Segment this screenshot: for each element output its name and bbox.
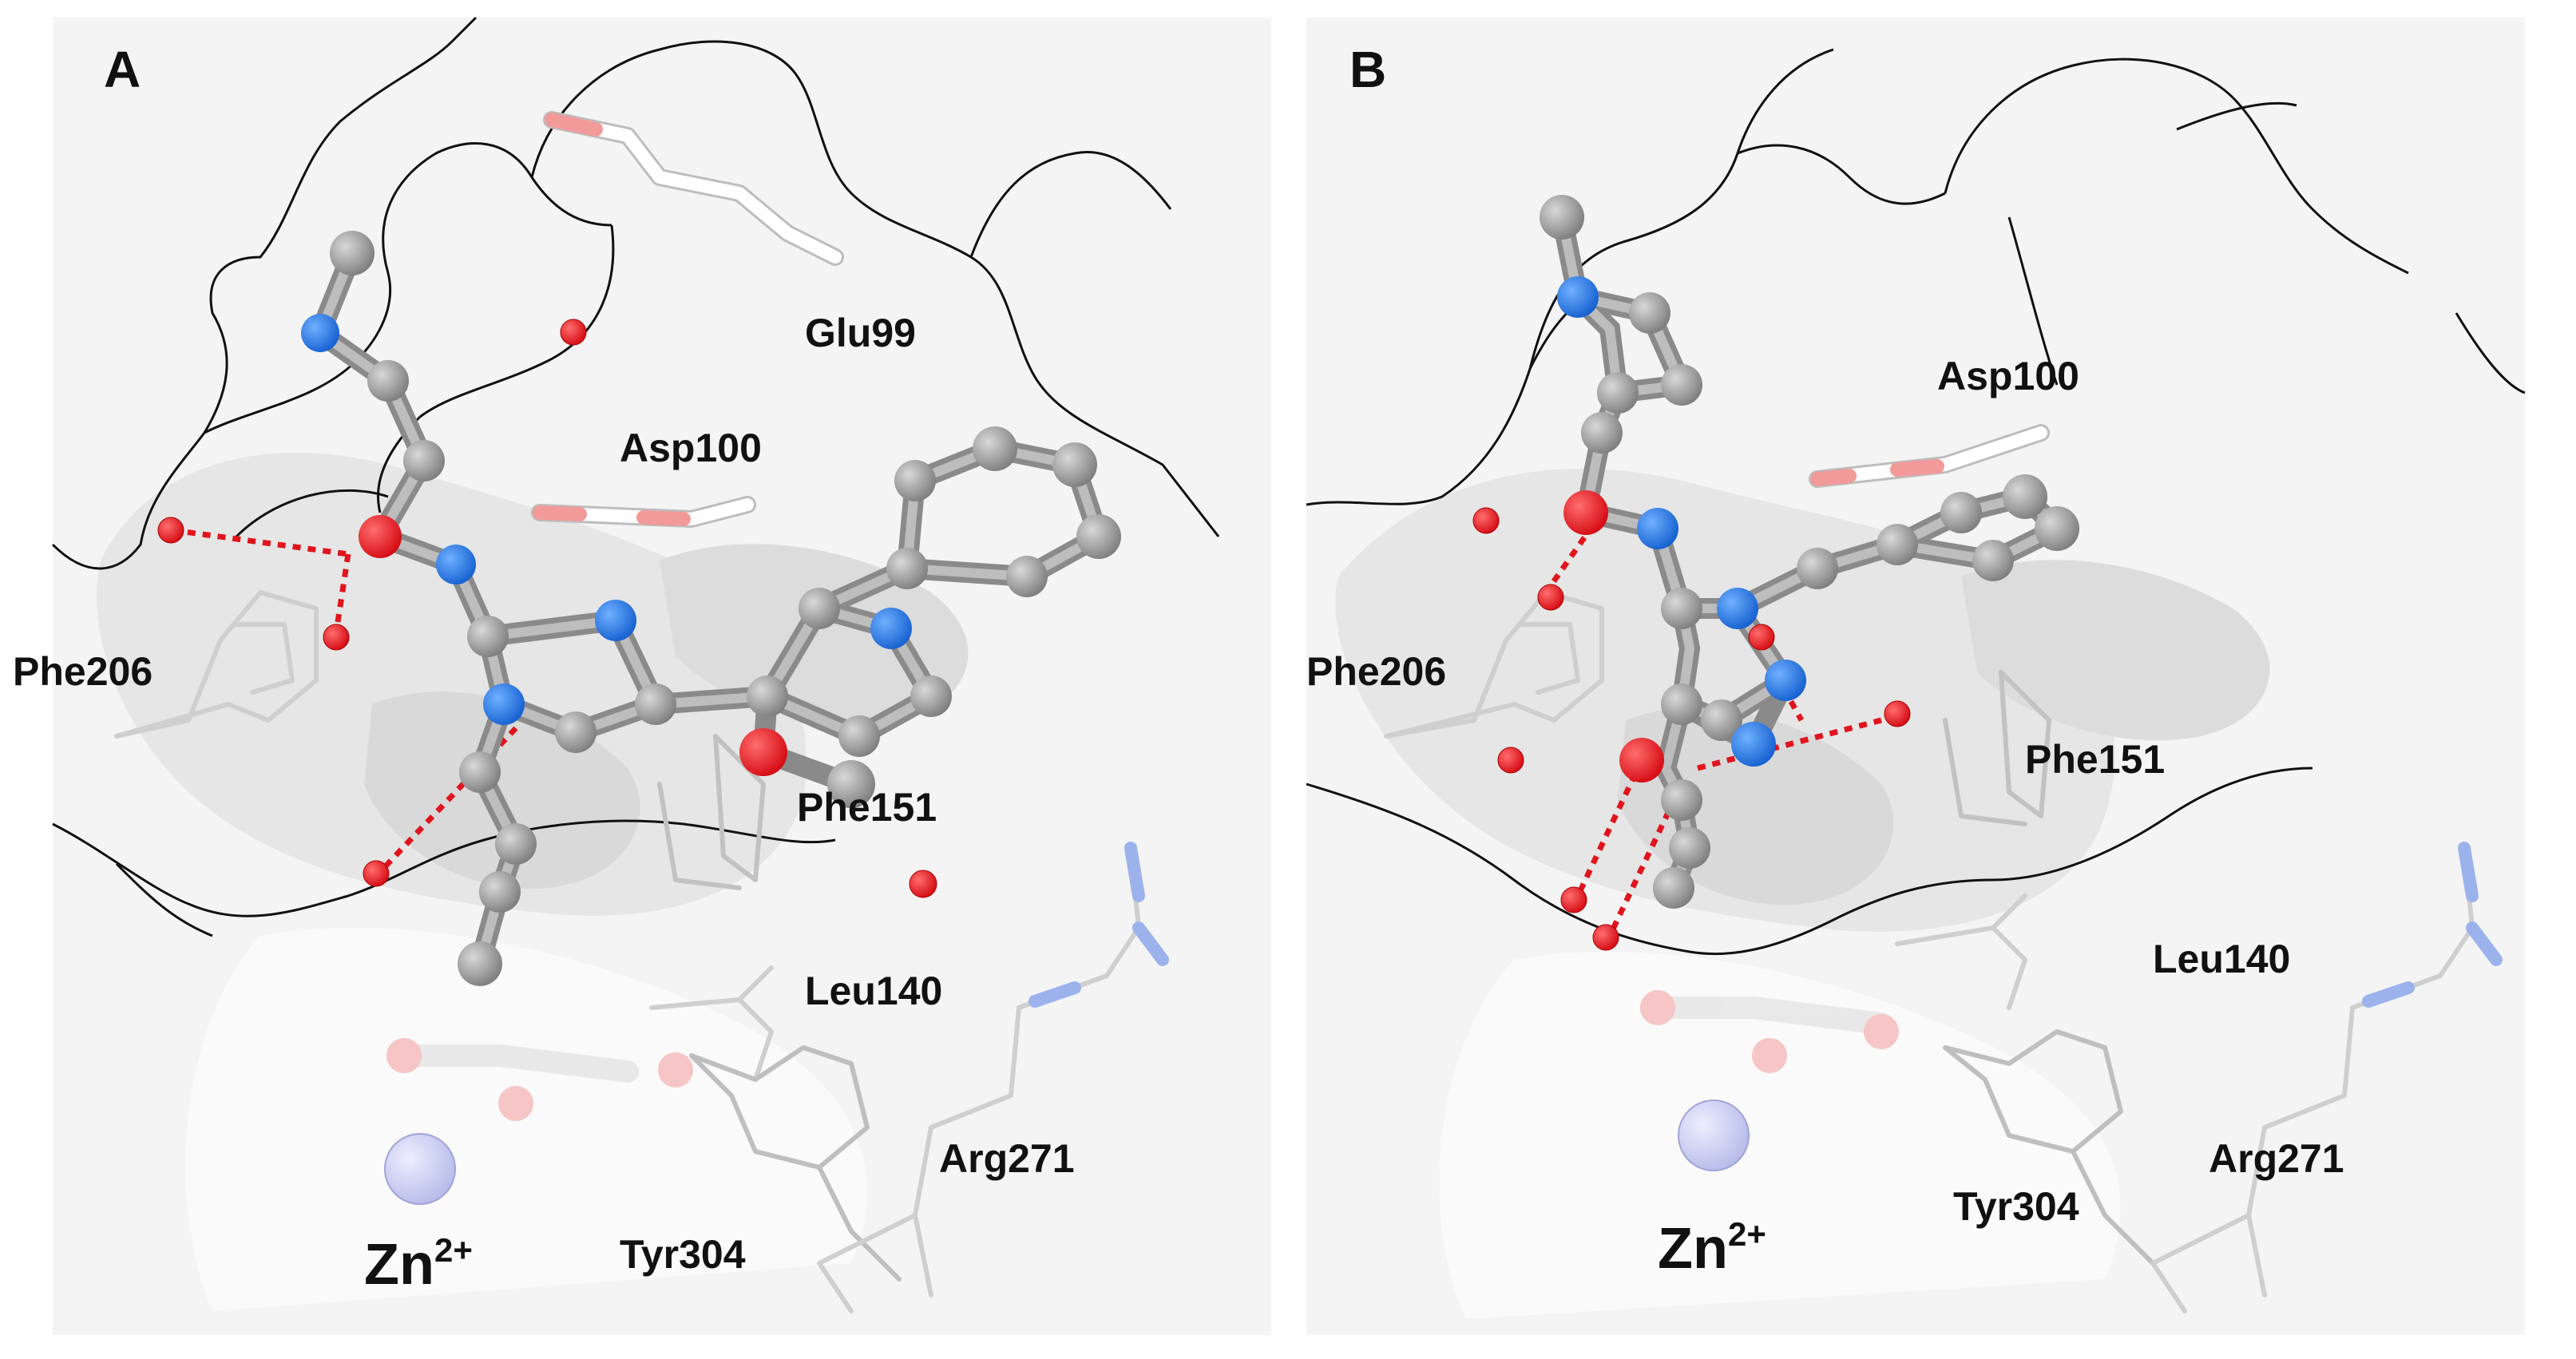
leu140-sticks (649, 965, 774, 1082)
protein-surface (53, 18, 1271, 1335)
water-molecules (1472, 507, 1911, 951)
panel-b-structure (1306, 18, 2526, 1335)
zinc-charge: 2+ (434, 1231, 473, 1269)
phe151-sticks (1943, 670, 2051, 826)
label-asp100: Asp100 (620, 426, 762, 470)
label-zinc: Zn2+ (364, 1231, 473, 1298)
label-phe206: Phe206 (13, 649, 153, 694)
panel-letter: B (1349, 41, 1387, 98)
label-leu140: Leu140 (805, 969, 943, 1013)
panel-a-structure (51, 16, 1271, 1335)
zinc-charge: 2+ (1727, 1215, 1766, 1253)
label-tyr304: Tyr304 (1953, 1184, 2079, 1229)
zinc-symbol: Zn (1658, 1217, 1728, 1281)
tyr304-sticks (689, 1045, 902, 1282)
panel-a: A Glu99 Asp100 Phe206 Phe151 Leu140 Arg2… (13, 16, 1271, 1335)
label-phe206: Phe206 (1306, 649, 1447, 694)
water-molecules (157, 319, 937, 898)
leu140-sticks (1895, 893, 2027, 1010)
label-arg271: Arg271 (939, 1136, 1075, 1181)
label-tyr304: Tyr304 (620, 1232, 746, 1277)
tyr304-sticks (1943, 1029, 2155, 1266)
label-leu140: Leu140 (2153, 937, 2291, 981)
ligand-atoms (1540, 195, 2079, 909)
label-zinc: Zn2+ (1658, 1215, 1766, 1282)
zinc-ion (384, 1133, 456, 1205)
residue-sticks (114, 111, 1169, 1313)
panel-letter: A (104, 41, 141, 98)
zn-residue-sticks (1640, 990, 1899, 1073)
phe206-sticks (114, 590, 319, 739)
zn-residue-sticks (386, 1038, 693, 1121)
asp100-sticks (1809, 424, 2050, 488)
label-glu99: Glu99 (805, 311, 916, 355)
surface-outline (51, 16, 1220, 937)
residue-sticks (1384, 424, 2503, 1313)
asp100-sticks (531, 496, 756, 528)
phe206-sticks (1384, 590, 1604, 739)
zinc-symbol: Zn (364, 1233, 434, 1297)
label-asp100: Asp100 (1937, 354, 2079, 398)
label-phe151: Phe151 (2025, 737, 2166, 782)
arg271-sticks (817, 846, 1141, 1313)
zinc-ion (1678, 1099, 1750, 1171)
ligand-atoms (301, 231, 1121, 986)
glu99-sticks (543, 111, 844, 266)
panel-b: B Asp100 Phe206 Phe151 Leu140 Arg271 Tyr… (1306, 18, 2526, 1335)
label-arg271: Arg271 (2209, 1136, 2344, 1181)
arg271-sticks (2150, 846, 2475, 1313)
label-phe151: Phe151 (797, 785, 937, 830)
